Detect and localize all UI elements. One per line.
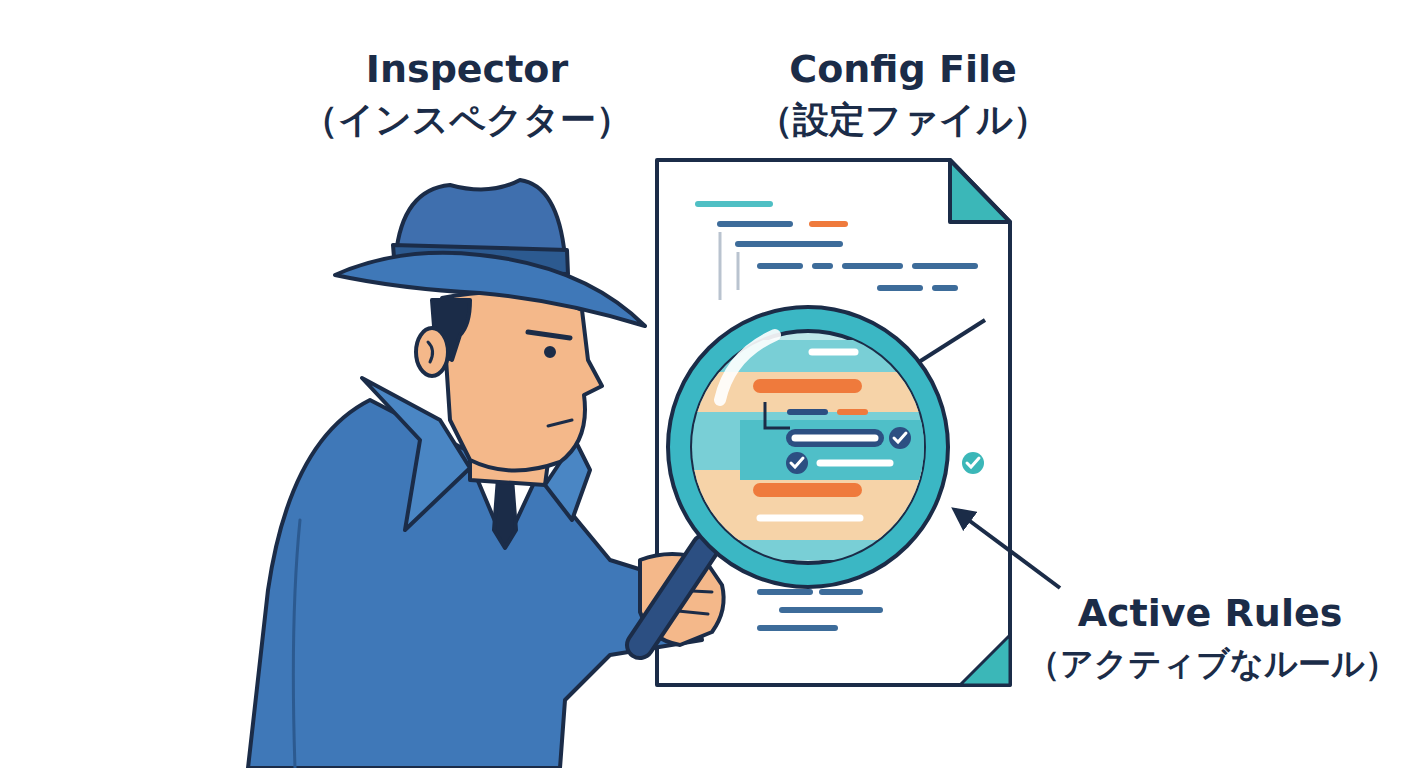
label-text: （設定ファイル） (757, 99, 1049, 140)
label-text: Config File (789, 48, 1016, 92)
label-text: Inspector (366, 48, 568, 92)
magnifying-glass (640, 307, 948, 645)
leader-arrow (955, 510, 1060, 588)
label-text: Active Rules (1078, 592, 1343, 636)
label-text: （インスペクター） (302, 99, 632, 140)
label-text: （アクティブなルール） (1027, 645, 1398, 683)
inspector-figure (248, 180, 724, 768)
